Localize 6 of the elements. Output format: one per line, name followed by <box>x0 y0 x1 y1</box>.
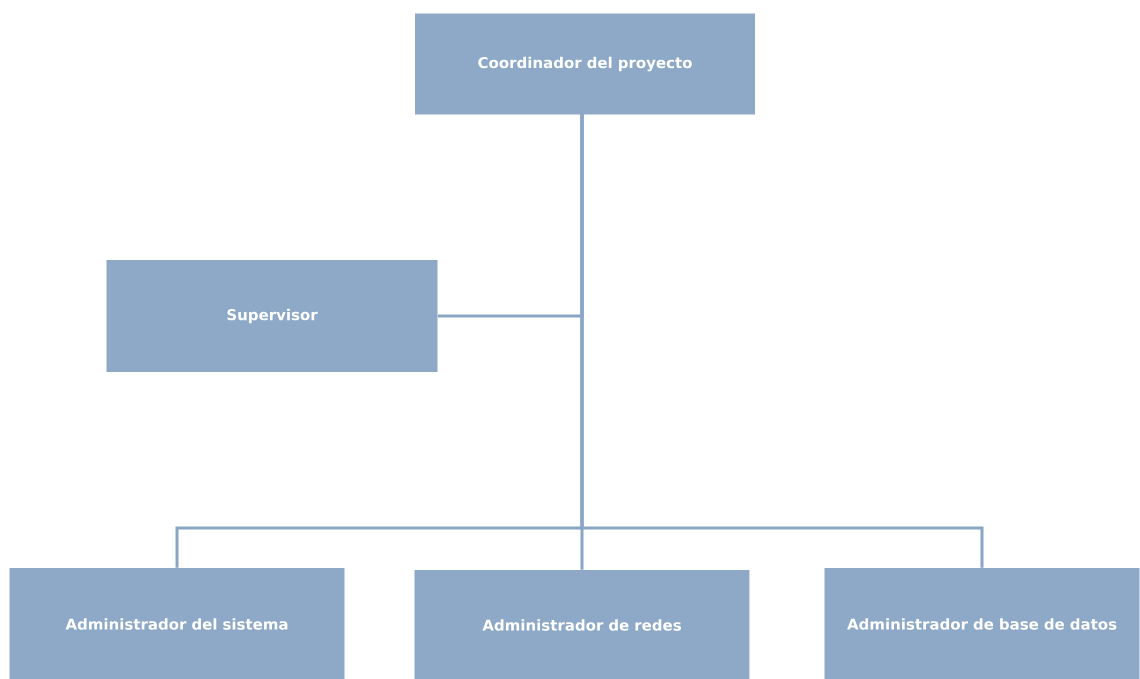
org-box: Administrador de base de datos <box>824 568 1140 679</box>
org-box: Administrador de redes <box>414 570 750 679</box>
org-box: Supervisor <box>106 260 438 372</box>
org-box: Coordinador del proyecto <box>415 13 755 115</box>
org-box: Administrador del sistema <box>9 568 345 679</box>
connector-line <box>580 114 984 568</box>
